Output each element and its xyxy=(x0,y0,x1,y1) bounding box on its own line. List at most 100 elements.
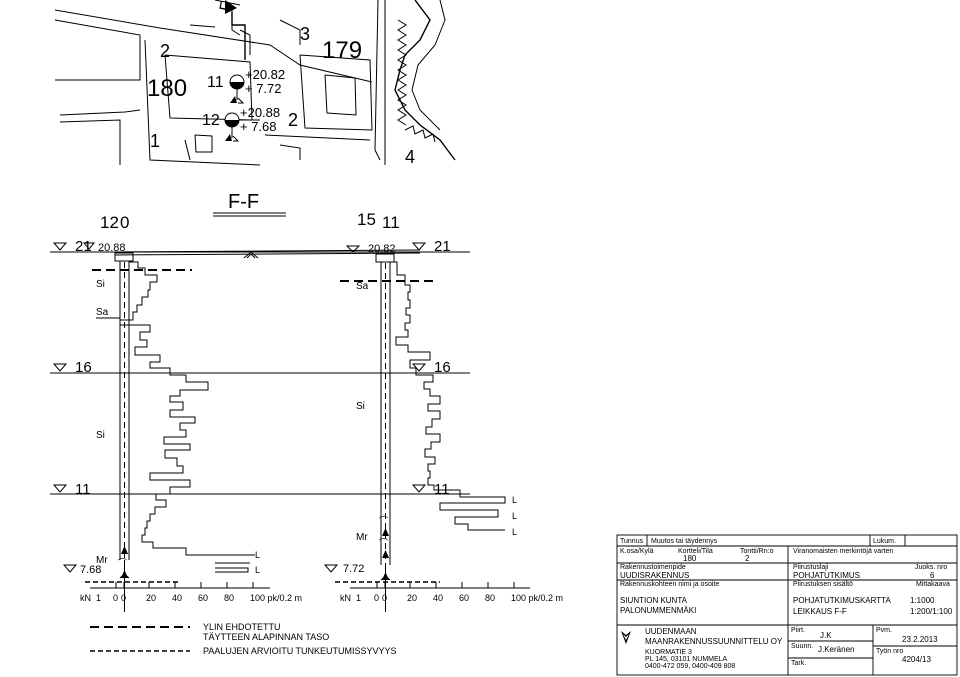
scale-tick-label: 60 xyxy=(198,593,208,603)
section-marker: F xyxy=(217,0,235,13)
ground-elevation: 20.88 xyxy=(98,242,126,254)
borehole-plot: 12 xyxy=(100,213,119,232)
tb-value: POHJATUTKIMUS xyxy=(793,571,860,580)
company-logo-icon xyxy=(621,631,631,644)
tb-label: Kortteli/Tila xyxy=(678,548,713,555)
scale-tick-label: 100 pk/0.2 m xyxy=(250,593,302,603)
tb-label: Suunn. xyxy=(791,643,813,650)
tb-label: Piirustuksen sisältö xyxy=(793,581,853,588)
soil-label: Si xyxy=(96,279,105,290)
tb-value: 180 xyxy=(683,554,697,563)
legend-text: YLIN EHDOTETTU xyxy=(203,622,281,632)
tb-value: J.K xyxy=(820,631,832,640)
limit-marker: L xyxy=(512,495,517,505)
scale-tick-label: 0 xyxy=(121,593,126,603)
scale-tick-label: 20 xyxy=(407,593,417,603)
scale-tick-label: 40 xyxy=(172,593,182,603)
scale-unit: kN xyxy=(340,593,351,603)
tb-label: Viranomaisten merkintöjä varten xyxy=(793,548,893,555)
tb-value: UUDISRAKENNUS xyxy=(620,571,689,580)
legend-text: TÄYTTEEN ALAPINNAN TASO xyxy=(203,632,329,642)
scale-k1: 1 xyxy=(96,593,101,603)
tb-label: Tark. xyxy=(791,660,806,667)
company-name: MAANRAKENNUSSUUNNITTELU OY xyxy=(645,637,783,646)
scale-tick-label: 60 xyxy=(459,593,469,603)
tb-label: Lukum. xyxy=(873,538,896,545)
map-label: 4 xyxy=(405,147,415,167)
scale-unit: kN xyxy=(80,593,91,603)
level-label: 16 xyxy=(75,359,92,376)
legend: YLIN EHDOTETTU TÄYTTEEN ALAPINNAN TASO P… xyxy=(90,622,397,656)
svg-text:⌒: ⌒ xyxy=(379,538,388,548)
svg-text:⌒: ⌒ xyxy=(118,558,127,568)
borehole-number: 0 xyxy=(120,213,129,232)
scale-tick-label: 80 xyxy=(224,593,234,603)
tb-value: PALONUMMENMÄKI xyxy=(620,606,696,615)
scale-tick-label: 100 pk/0.2 m xyxy=(511,593,563,603)
level-label: 21 xyxy=(75,238,92,255)
tb-value: J.Keränen xyxy=(818,645,854,654)
scale-tick-label: 0 xyxy=(374,593,379,603)
section-title: F-F xyxy=(228,191,259,213)
map-label: 3 xyxy=(300,24,310,44)
ground-elevation: 20.82 xyxy=(368,243,396,255)
tb-label: Tunnus xyxy=(620,538,644,545)
soil-label: Sa xyxy=(96,307,109,318)
company-address: 0400-472 059, 0400-409 808 xyxy=(645,663,735,670)
tb-value: POHJATUTKIMUSKARTTA xyxy=(793,596,891,605)
tb-value: 1:1000 xyxy=(910,596,935,605)
limit-marker: L xyxy=(512,527,517,537)
company-address: PL 145, 03101 NUMMELA xyxy=(645,656,728,663)
tb-label: Rakennuskohteen nimi ja osoite xyxy=(620,581,719,588)
limit-marker: L xyxy=(255,550,260,560)
scale-tick-label: 80 xyxy=(485,593,495,603)
limit-marker: L xyxy=(512,511,517,521)
map-label: 1 xyxy=(150,131,160,151)
title-block: Tunnus Muutos tai täydennys Lukum. K.osa… xyxy=(616,534,958,676)
soil-label: Si xyxy=(356,401,365,412)
tb-label: Mittakaava xyxy=(916,581,950,588)
level-label: 16 xyxy=(434,359,451,376)
bottom-elevation: 7.68 xyxy=(80,564,101,576)
borehole-plot: 15 xyxy=(357,210,376,229)
scale-tick-label: 0 xyxy=(113,593,118,603)
section-view: F-F 12 0 15 11 21 16 11 21 16 11 20.88 2… xyxy=(50,191,563,612)
tb-value: SIUNTION KUNTA xyxy=(620,596,688,605)
legend-text: PAALUJEN ARVIOITU TUNKEUTUMISSYVYYS xyxy=(203,646,397,656)
tb-value: 2 xyxy=(745,554,750,563)
plot-number: 179 xyxy=(322,37,362,64)
bottom-elevation: 7.72 xyxy=(343,563,364,575)
tb-label: Juoks. nro xyxy=(915,564,947,571)
site-map: F 180 179 2 1 3 2 4 11 +20.82 + 7.72 12 … xyxy=(54,0,456,167)
plot-number: 180 xyxy=(147,75,187,102)
tb-label: K.osa/Kylä xyxy=(620,548,654,555)
soil-label: Sa xyxy=(356,281,369,292)
tb-label: Tontti/Rn:o xyxy=(740,548,774,555)
tb-value: 23.2.2013 xyxy=(902,635,938,644)
point-bottom: + 7.72 xyxy=(245,81,282,96)
map-label: 2 xyxy=(160,41,170,61)
tb-value: 6 xyxy=(930,571,935,580)
scale-k1: 1 xyxy=(356,593,361,603)
level-label: 21 xyxy=(434,238,451,255)
point-id: 11 xyxy=(207,74,224,91)
tb-label: Piirustuslaji xyxy=(793,564,829,571)
soil-label: Si xyxy=(96,430,105,441)
tb-value: LEIKKAUS F-F xyxy=(793,607,847,616)
tb-value: 4204/13 xyxy=(902,655,931,664)
level-label: 11 xyxy=(75,481,91,498)
tb-value: 1:200/1:100 xyxy=(910,607,953,616)
company-name: UUDENMAAN xyxy=(645,627,697,636)
limit-marker: L xyxy=(255,565,260,575)
scale-tick-label: 0 xyxy=(382,593,387,603)
tb-label: Muutos tai täydennys xyxy=(651,538,718,545)
tb-label: Piirt. xyxy=(791,627,805,634)
company-address: KUORMATIE 3 xyxy=(645,649,692,656)
soil-label: Mr xyxy=(96,555,108,566)
map-label: 2 xyxy=(288,110,298,130)
tb-label: Työn nro xyxy=(876,648,903,655)
point-id: 12 xyxy=(202,112,220,129)
tb-label: Pvm. xyxy=(876,627,892,634)
